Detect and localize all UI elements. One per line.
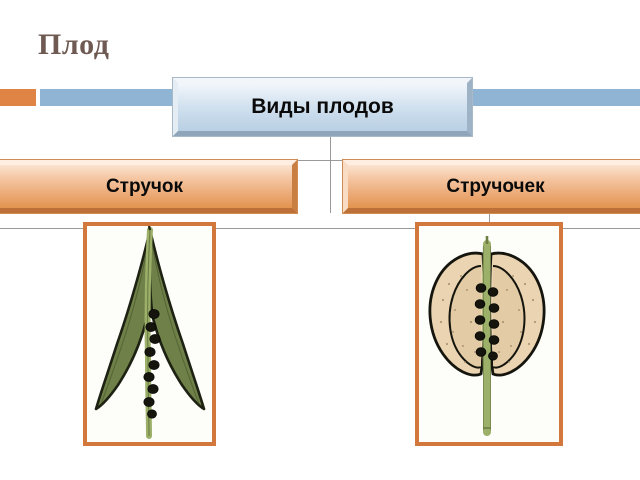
silique-illustration <box>87 226 212 442</box>
node-vidy-plodov[interactable]: Виды плодов <box>172 77 473 137</box>
connector-podlet-drop <box>489 213 490 229</box>
node-struchok[interactable]: Стручок <box>0 159 298 214</box>
connector-branch-bar <box>0 160 640 161</box>
figure-frame-struchok <box>83 222 216 446</box>
node-struchochek-label: Стручочек <box>446 175 545 197</box>
node-vidy-plodov-label: Виды плодов <box>251 95 394 118</box>
connector-root-stem <box>330 136 331 161</box>
connector-figure-bar <box>0 228 640 229</box>
node-struchok-label: Стручок <box>105 175 184 197</box>
node-struchochek[interactable]: Стручочек <box>342 159 640 214</box>
connector-pod-vertical <box>330 160 331 213</box>
accent-orange-block <box>0 89 36 106</box>
silicle-illustration <box>419 226 559 442</box>
page-title: Плод <box>38 28 110 61</box>
figure-frame-struchochek <box>415 222 563 446</box>
